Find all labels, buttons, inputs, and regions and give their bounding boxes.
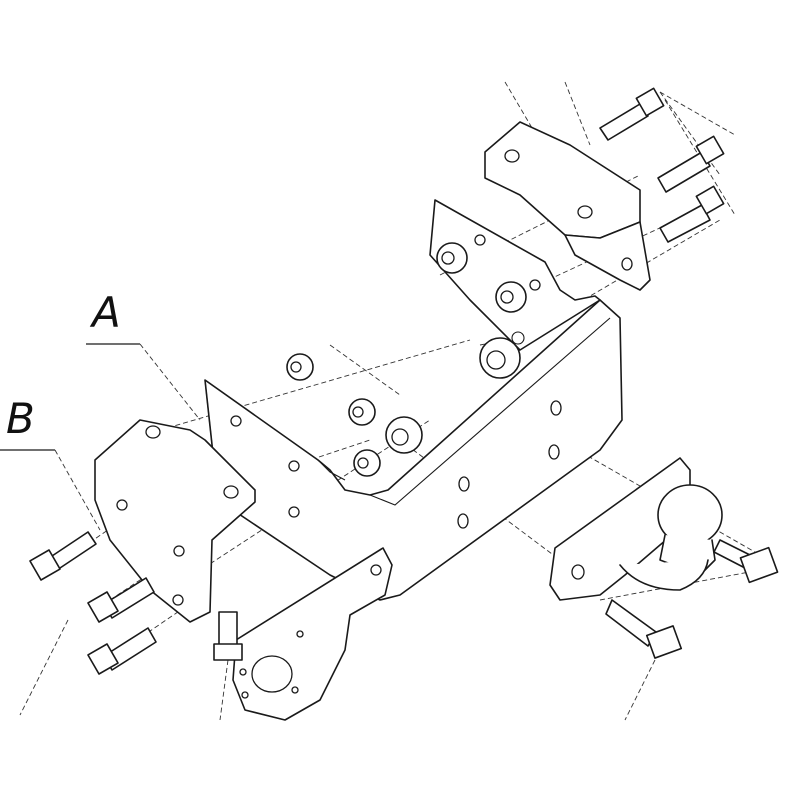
flange-nut xyxy=(353,449,381,477)
callout-b-leader xyxy=(0,449,101,531)
vertical-bolt xyxy=(213,611,243,661)
tow-ball-mount xyxy=(549,457,723,601)
large-nut xyxy=(385,416,423,454)
electrical-socket-plate xyxy=(232,547,393,721)
left-bracket xyxy=(94,419,256,623)
hex-bolt xyxy=(657,135,725,193)
callout-a-leader xyxy=(86,343,201,421)
hex-bolt xyxy=(605,599,683,659)
flange-nut xyxy=(286,353,314,381)
hex-bolt xyxy=(713,539,779,584)
upper-right-bracket xyxy=(484,121,651,291)
callout-label-b: B xyxy=(6,394,35,443)
flange-nut xyxy=(436,242,468,274)
flange-nut xyxy=(348,398,376,426)
large-nut xyxy=(479,331,525,379)
flange-nut xyxy=(495,281,527,313)
right-mounting-plate xyxy=(429,199,601,351)
hex-bolt xyxy=(599,87,665,141)
hex-bolt xyxy=(659,185,725,243)
callout-label-a: A xyxy=(92,288,121,337)
hex-bolt xyxy=(29,531,97,581)
hex-bolt xyxy=(87,577,155,623)
assembly-axis-lines xyxy=(19,81,761,721)
hex-bolt xyxy=(87,627,157,675)
